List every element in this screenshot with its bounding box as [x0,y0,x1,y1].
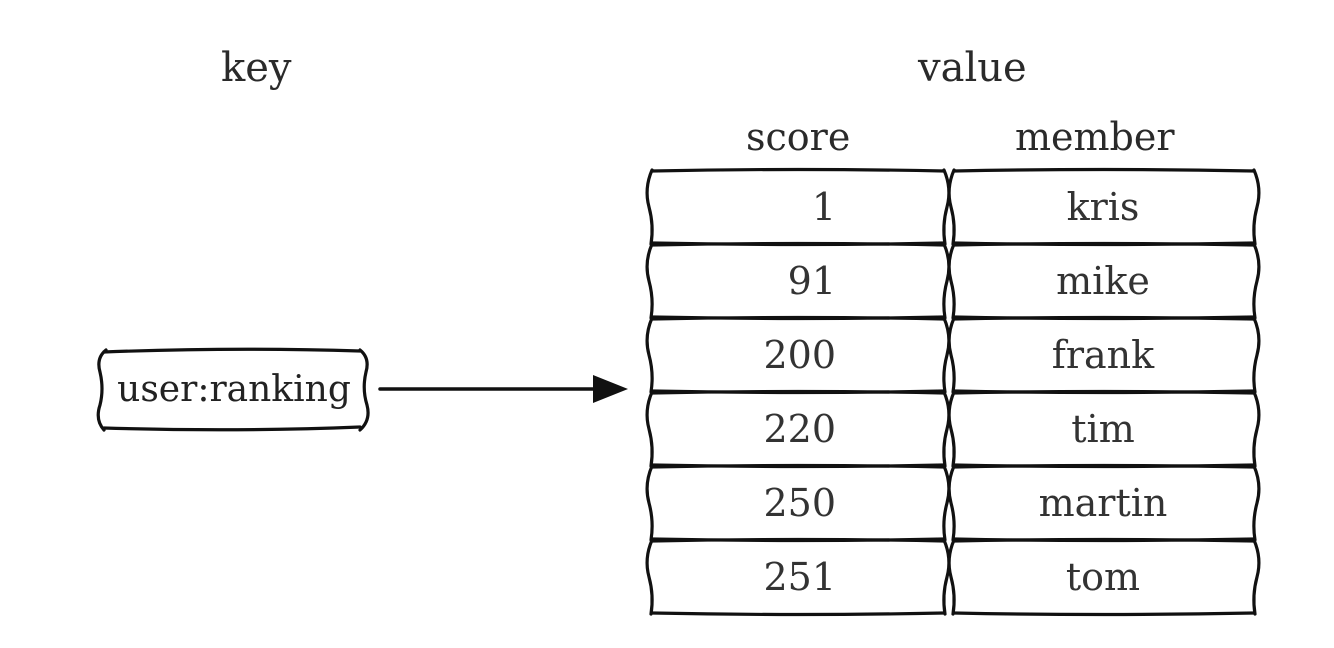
member-cell-top-line [952,315,1256,321]
score-cell-left-line [645,390,654,468]
member-cell-right-line [1252,464,1261,542]
value-heading: value [918,45,1027,91]
member-cell-left-line [947,390,956,468]
score-cell-top-line [650,315,946,321]
key-box-outline [96,347,370,432]
score-cell-left-line [645,464,654,542]
score-cell: 91 [787,259,836,303]
key-name: user:ranking [117,368,351,410]
member-cell-bottom-line [952,611,1256,617]
score-cell-top-line [650,389,946,395]
score-cell-right-line [942,390,951,468]
member-cell-right-line [1252,316,1261,394]
score-cell: 220 [763,407,836,451]
score-cell-right-line [942,168,951,246]
score-cell-left-line [645,538,654,616]
member-cell-left-line [947,316,956,394]
member-cell-right-line [1252,242,1261,320]
member-cell: tim [1071,407,1135,451]
score-cell-right-line [942,464,951,542]
member-cell-top-line [952,537,1256,543]
member-cell-left-line [947,464,956,542]
score-cell-right-line [942,316,951,394]
member-cell-right-line [1252,538,1261,616]
score-cell-left-line [645,242,654,320]
score-cell: 200 [763,333,836,377]
member-cell-right-line [1252,390,1261,468]
member-cell: kris [1066,185,1140,229]
member-cell: mike [1056,259,1150,303]
score-column-heading: score [746,115,851,159]
key-box: user:ranking [100,350,368,428]
score-cell: 1 [811,185,836,229]
score-cell: 250 [763,481,836,525]
member-cell-top-line [952,167,1256,173]
score-cell-right-line [942,242,951,320]
key-heading: key [221,45,292,91]
member-cell: tom [1065,555,1141,599]
score-cell-left-line [645,316,654,394]
score-cell-top-line [650,167,946,173]
arrow [378,375,628,403]
score-cell-left-line [645,168,654,246]
score-cell-bottom-line [650,611,946,617]
score-cell-right-line [942,538,951,616]
member-cell: frank [1051,333,1155,377]
score-cell: 251 [763,555,836,599]
member-column-heading: member [1015,115,1175,159]
member-cell-left-line [947,242,956,320]
score-cell-top-line [650,463,946,469]
member-cell: martin [1038,481,1168,525]
member-cell-left-line [947,168,956,246]
score-cell-top-line [650,241,946,247]
score-cell-top-line [650,537,946,543]
member-cell-right-line [1252,168,1261,246]
member-cell-left-line [947,538,956,616]
member-cell-top-line [952,241,1256,247]
member-cell-top-line [952,389,1256,395]
member-cell-top-line [952,463,1256,469]
